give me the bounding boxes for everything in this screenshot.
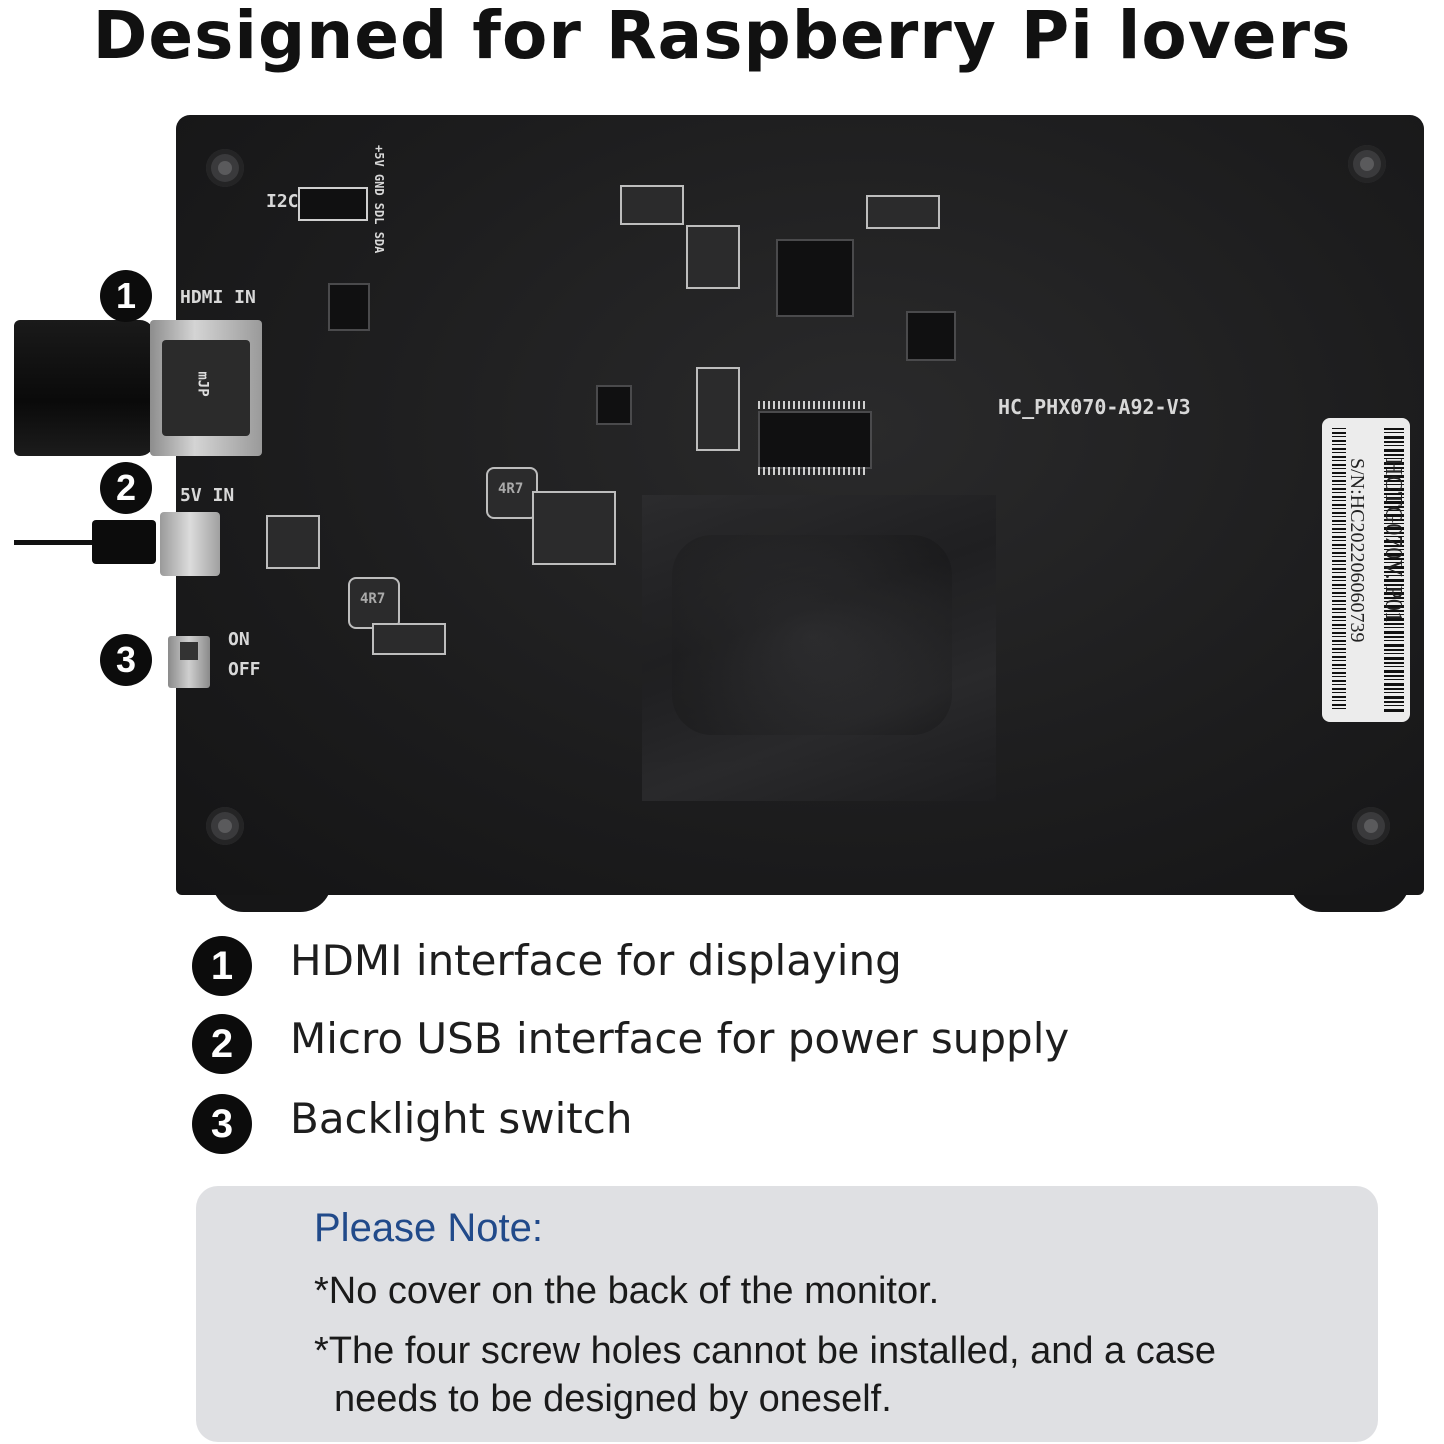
feature-3-text: Backlight switch — [290, 1094, 633, 1143]
note-line-1: *No cover on the back of the monitor. — [314, 1270, 940, 1312]
small-chip — [906, 311, 956, 361]
protective-film — [642, 495, 996, 801]
feature-2-badge: 2 — [192, 1014, 252, 1074]
driver-chip-pins-bottom — [758, 467, 868, 475]
smd-cluster-4 — [532, 491, 616, 565]
hdmi-plug-text: mJP — [194, 371, 211, 397]
hdmi-port-slot — [162, 340, 250, 436]
usb-cable — [14, 540, 94, 545]
regulator — [596, 385, 632, 425]
backlight-switch[interactable] — [168, 636, 210, 688]
inductor-1-label: 4R7 — [498, 481, 524, 497]
feature-1-text: HDMI interface for displaying — [290, 936, 902, 985]
barcode-serial — [1332, 428, 1346, 712]
silk-board-model: HC_PHX070-A92-V3 — [998, 395, 1191, 419]
callout-2-badge: 2 — [100, 462, 152, 514]
callout-3-badge: 3 — [100, 634, 152, 686]
silk-hdmi-in: HDMI IN — [180, 287, 256, 308]
screw-hole-top-left — [206, 149, 244, 187]
silk-5v-in: 5V IN — [180, 485, 235, 506]
serial-sticker: HCTG070V. P01 S/N:HC202206060739 — [1322, 418, 1410, 722]
screw-hole-top-right — [1348, 145, 1386, 183]
hdmi-cable-plug — [14, 320, 154, 456]
screw-hole-bottom-left — [206, 807, 244, 845]
note-line-2: *The four screw holes cannot be installe… — [314, 1330, 1216, 1372]
inductor-2-label: 4R7 — [360, 591, 386, 607]
inductor-1: 4R7 — [486, 467, 538, 519]
feature-2-text: Micro USB interface for power supply — [290, 1014, 1070, 1063]
sticker-serial: S/N:HC202206060739 — [1346, 458, 1368, 643]
inductor-2: 4R7 — [348, 577, 400, 629]
feature-3-badge: 3 — [192, 1094, 252, 1154]
micro-usb-port — [160, 512, 220, 576]
main-chip — [776, 239, 854, 317]
pcb-board: I2C +5V GND SDL SDA HDMI IN 5V IN ON OFF… — [176, 115, 1424, 895]
silk-i2c-label: I2C — [266, 191, 299, 212]
smd-cluster-6 — [372, 623, 446, 655]
note-line-3: needs to be designed by oneself. — [334, 1378, 892, 1420]
page-title: Designed for Raspberry Pi lovers — [92, 0, 1352, 74]
i2c-connector — [298, 187, 368, 221]
smd-cluster-7 — [696, 367, 740, 451]
smd-cluster-5 — [266, 515, 320, 569]
driver-chip — [758, 411, 872, 469]
note-title: Please Note: — [314, 1206, 544, 1250]
driver-chip-pins-top — [758, 401, 868, 409]
note-box: Please Note: *No cover on the back of th… — [196, 1186, 1378, 1442]
backlight-switch-knob — [180, 642, 198, 660]
callout-1-badge: 1 — [100, 270, 152, 322]
smd-cluster-2 — [686, 225, 740, 289]
silk-on: ON — [228, 629, 250, 650]
feature-1-badge: 1 — [192, 936, 252, 996]
silk-off: OFF — [228, 659, 261, 680]
barcode-main — [1384, 428, 1404, 712]
silk-i2c-pins: +5V GND SDL SDA — [372, 145, 386, 254]
screw-hole-bottom-right — [1352, 807, 1390, 845]
sticker-model: HCTG070V. P01 — [1380, 458, 1406, 623]
smd-cluster-1 — [620, 185, 684, 225]
micro-usb-plug — [92, 520, 156, 564]
hdmi-port: mJP — [150, 320, 262, 456]
hdmi-chip — [328, 283, 370, 331]
smd-cluster-3 — [866, 195, 940, 229]
